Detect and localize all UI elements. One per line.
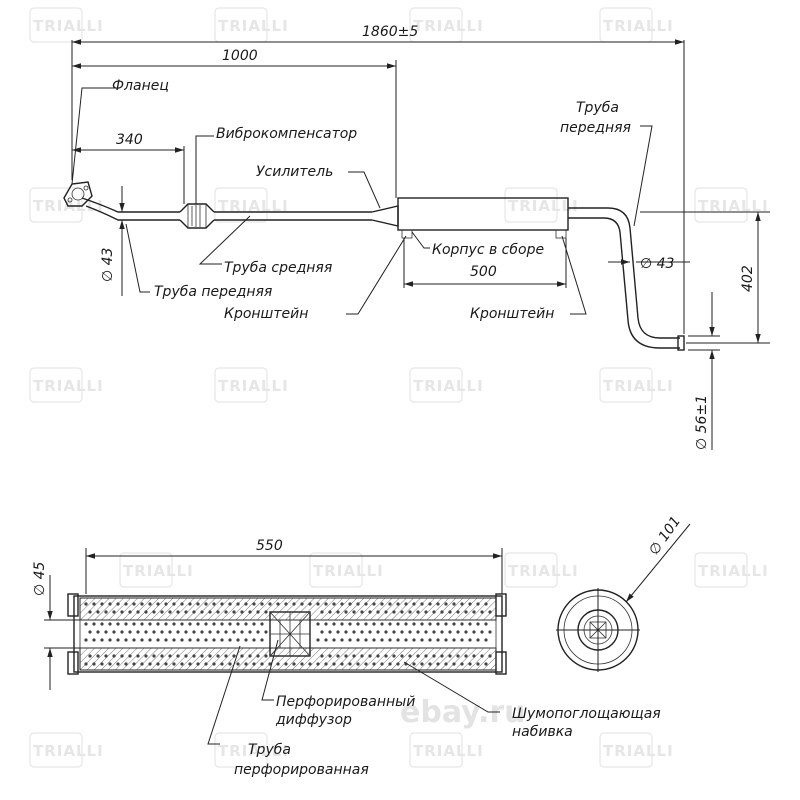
dim-outlet-dia: ∅ 56±1 <box>694 395 710 450</box>
label-diffuser-2: диффузор <box>275 712 352 728</box>
diffuser <box>269 611 311 657</box>
svg-text:TRIALLI: TRIALLI <box>218 377 289 395</box>
watermark-grid: TRIALLI TRIALLI TRIALLI TRIALLI TRIALLI … <box>29 7 769 768</box>
label-diffuser-1: Перфорированный <box>276 694 415 710</box>
flex-joint <box>179 203 215 229</box>
dim-height: 402 <box>740 265 756 292</box>
dim-front-dia: ∅ 43 <box>100 248 116 282</box>
front-pipe <box>81 197 180 213</box>
label-bracket-left: Кронштейн <box>224 306 308 322</box>
label-packing-1: Шумопоглощающая <box>512 706 661 722</box>
top-labels: Фланец Виброкомпенсатор Усилитель Труба … <box>71 78 653 322</box>
svg-text:TRIALLI: TRIALLI <box>123 562 194 580</box>
svg-text:TRIALLI: TRIALLI <box>698 197 769 215</box>
label-flex: Виброкомпенсатор <box>216 126 357 142</box>
exhaust-assembly <box>63 181 685 351</box>
dim-overall: 1860±5 <box>362 24 418 40</box>
svg-text:TRIALLI: TRIALLI <box>508 562 579 580</box>
label-perf-pipe-1: Труба <box>248 742 291 758</box>
outlet-end <box>677 335 685 351</box>
site-watermark: ebay.ru <box>400 695 526 730</box>
svg-text:TRIALLI: TRIALLI <box>603 742 674 760</box>
label-reinforcement: Усилитель <box>256 164 333 180</box>
dim-section-dia: ∅ 45 <box>32 561 48 596</box>
dim-to-flex: 340 <box>116 132 143 148</box>
label-packing-2: набивка <box>512 724 573 740</box>
label-rear-pipe-1: Труба <box>576 100 619 116</box>
dim-to-box: 1000 <box>222 48 258 64</box>
dim-box-length: 500 <box>470 264 497 280</box>
muffler-section <box>67 593 507 675</box>
muffler-housing <box>397 197 569 231</box>
label-flange: Фланец <box>112 78 169 94</box>
svg-text:TRIALLI: TRIALLI <box>508 197 579 215</box>
muffler-end-view <box>556 588 640 672</box>
label-rear-pipe-2: передняя <box>560 120 631 136</box>
svg-text:TRIALLI: TRIALLI <box>413 17 484 35</box>
svg-text:TRIALLI: TRIALLI <box>603 377 674 395</box>
top-dimensions: 1860±5 1000 340 500 402 ∅ 43 ∅ 43 ∅ 5 <box>71 24 770 450</box>
label-bracket-right: Кронштейн <box>470 306 554 322</box>
perforation-dots <box>84 602 492 666</box>
dim-end-dia: ∅ 101 <box>646 514 684 559</box>
label-housing: Корпус в сборе <box>432 242 544 258</box>
svg-text:TRIALLI: TRIALLI <box>33 742 104 760</box>
svg-text:TRIALLI: TRIALLI <box>698 562 769 580</box>
section-labels: Перфорированный диффузор Шумопоглощающая… <box>207 639 661 778</box>
dim-rear-dia: ∅ 43 <box>640 256 674 272</box>
svg-text:TRIALLI: TRIALLI <box>603 17 674 35</box>
svg-text:TRIALLI: TRIALLI <box>218 17 289 35</box>
svg-text:TRIALLI: TRIALLI <box>218 197 289 215</box>
svg-text:TRIALLI: TRIALLI <box>313 562 384 580</box>
svg-text:TRIALLI: TRIALLI <box>413 742 484 760</box>
reinforcement <box>371 205 399 227</box>
label-middle-pipe: Труба средняя <box>224 260 332 276</box>
label-front-pipe: Труба передняя <box>154 284 272 300</box>
rear-pipe <box>568 207 680 339</box>
svg-text:TRIALLI: TRIALLI <box>33 17 104 35</box>
dim-section-length: 550 <box>256 538 283 554</box>
svg-text:TRIALLI: TRIALLI <box>413 377 484 395</box>
svg-text:TRIALLI: TRIALLI <box>218 742 289 760</box>
label-perf-pipe-2: перфорированная <box>234 762 369 778</box>
svg-text:TRIALLI: TRIALLI <box>33 377 104 395</box>
